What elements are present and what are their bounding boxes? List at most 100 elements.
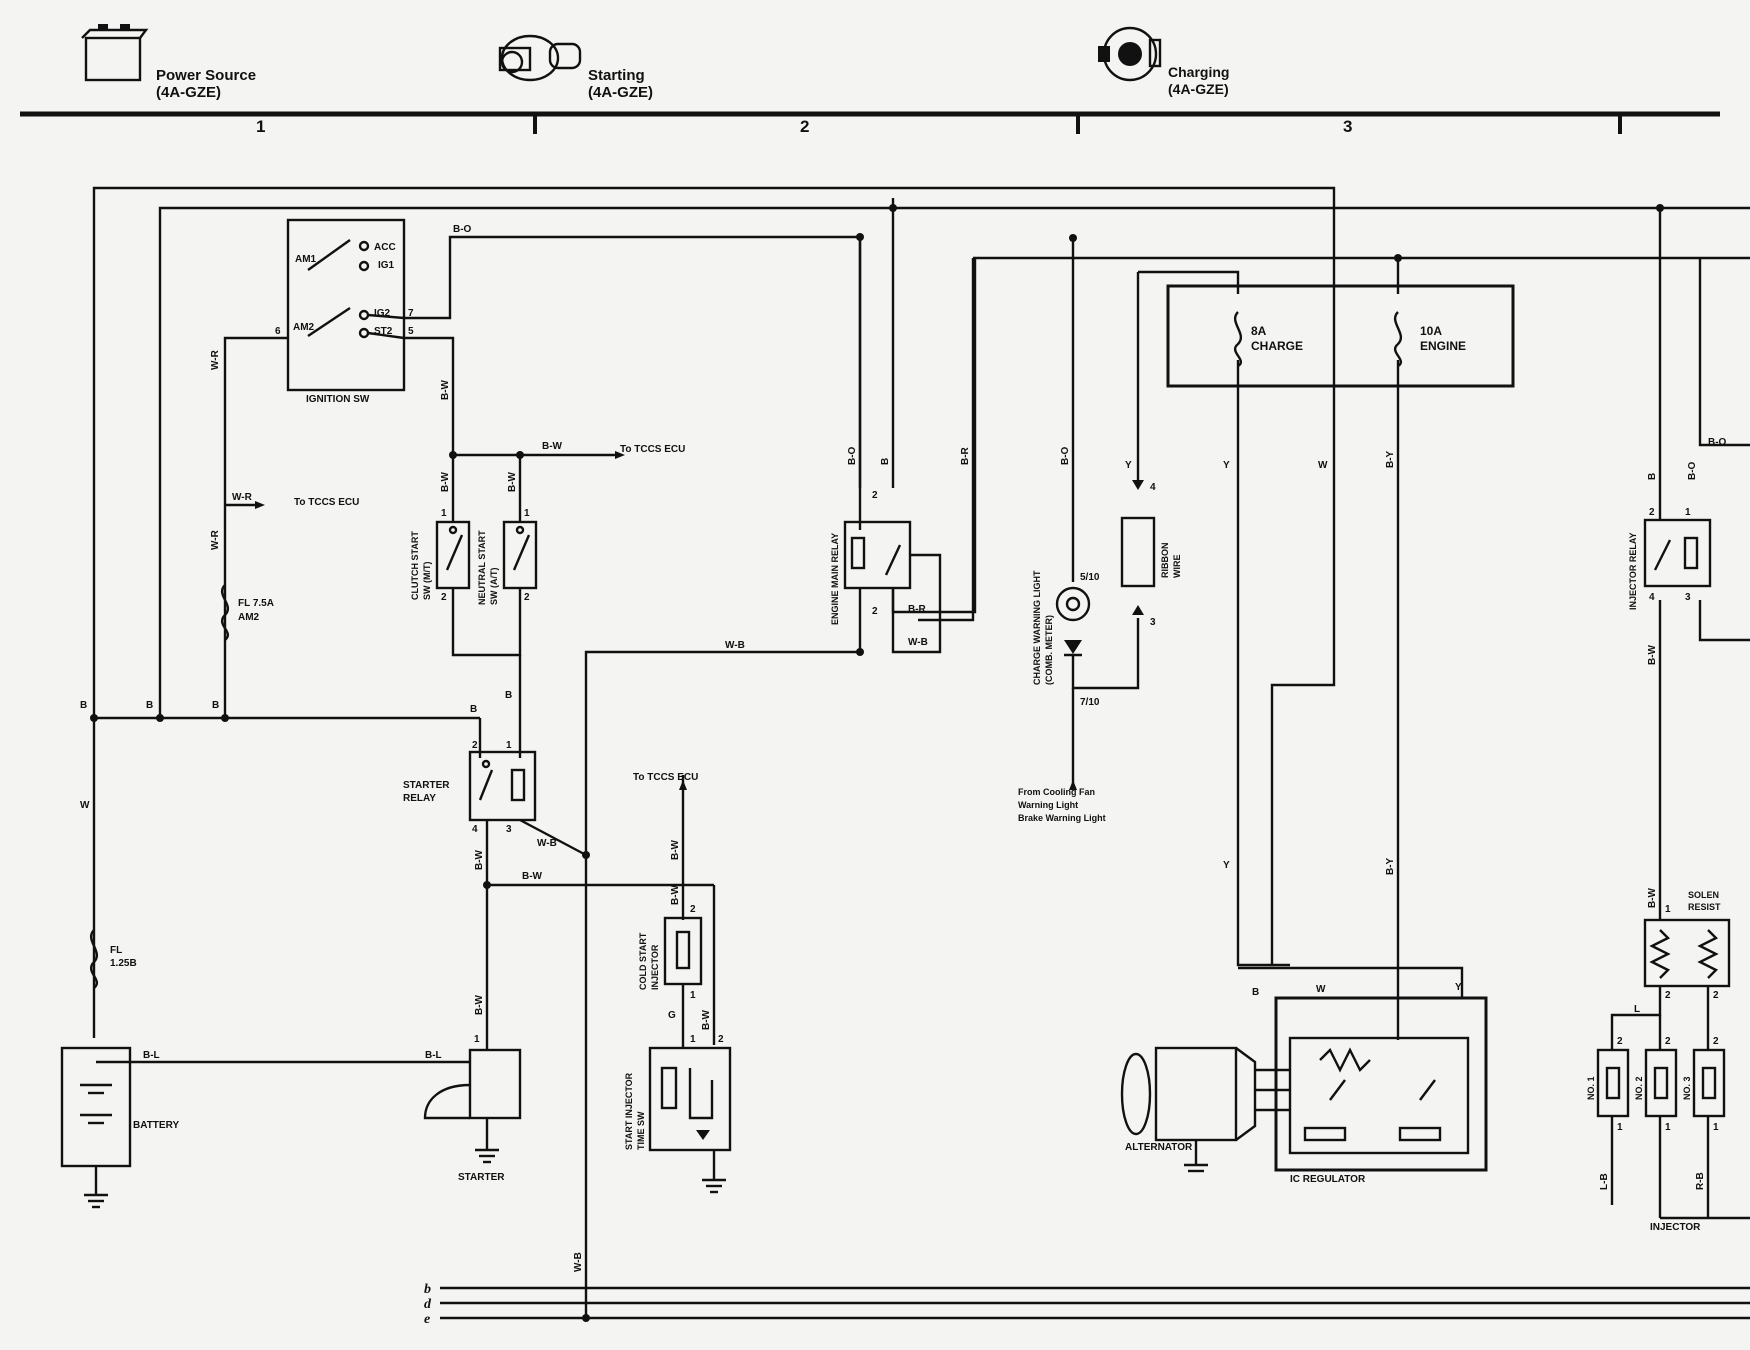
pin-number: 2 (690, 904, 696, 915)
wire-code: L (1634, 1004, 1640, 1015)
injector-relay (1643, 518, 1712, 588)
starter-relay-label-b: RELAY (403, 793, 436, 804)
fuse-charge-name: CHARGE (1251, 339, 1303, 353)
pin-number: 1 (441, 508, 447, 519)
pin-number: 1 (1685, 507, 1691, 518)
supply-wires (92, 186, 1750, 1040)
injector-no1-label: NO. 1 (1586, 1076, 1596, 1100)
starter-relay (468, 750, 537, 822)
fuse-charge-amp: 8A (1251, 324, 1267, 338)
note-from-c: Brake Warning Light (1018, 813, 1106, 823)
fuse-fl75 (220, 584, 230, 641)
pin-number: 3 (1685, 592, 1691, 603)
ignition-switch (286, 218, 406, 392)
fuse-block (1166, 284, 1515, 388)
pin-number: 1 (1617, 1122, 1623, 1133)
bus-lines (440, 1286, 1750, 1320)
wire-code: B-R (908, 604, 927, 615)
charge-warning-light (1055, 586, 1091, 657)
ignition-sw-label: IGNITION SW (306, 394, 370, 405)
pin-number: 2 (1713, 1036, 1719, 1047)
neutral-start-switch (502, 520, 538, 590)
header-power-source-sub: (4A-GZE) (156, 84, 221, 101)
header-power-source-title: Power Source (156, 67, 256, 84)
header-charging-title: Charging (1168, 64, 1229, 80)
pin-number: 1 (524, 508, 530, 519)
pin-number: 2 (1617, 1036, 1623, 1047)
engine-main-relay (843, 520, 942, 654)
wire-code: W-B (573, 1252, 584, 1272)
wire-code: B-L (143, 1050, 160, 1061)
wire-code: B (1647, 473, 1658, 480)
to-tccs-3: To TCCS ECU (633, 772, 698, 783)
wire-code: B-W (440, 379, 451, 400)
pin-number: 4 (1649, 592, 1655, 603)
wire-code: B-W (701, 1009, 712, 1030)
ig-am1-label: AM1 (295, 254, 317, 265)
start-timer-label-a: START INJECTOR (624, 1072, 634, 1150)
wire-code: B (212, 700, 219, 711)
ribbon-label-b: WIRE (1172, 555, 1182, 579)
injector-no1 (1596, 1048, 1630, 1118)
pin-number: 2 (718, 1034, 724, 1045)
injector-no2 (1644, 1048, 1678, 1118)
ic-regulator (1274, 996, 1488, 1172)
wire-code: B-R (960, 446, 971, 465)
wire-code: W-R (210, 349, 221, 370)
charge-light-label-a: CHARGE WARNING LIGHT (1032, 570, 1042, 685)
fuse-fl125 (89, 929, 99, 989)
wire-code: B (505, 690, 512, 701)
header-starting-sub: (4A-GZE) (588, 84, 653, 101)
neutral-start-label-b: SW (A/T) (489, 568, 499, 606)
wire-code: B-W (1647, 887, 1658, 908)
wire-code: B-Y (1385, 450, 1396, 468)
starter-label: STARTER (458, 1172, 505, 1183)
pin-number: 2 (1713, 990, 1719, 1001)
header-charging-icon (1098, 26, 1162, 82)
ribbon-label-a: RIBBON (1160, 543, 1170, 579)
start-injector-time-switch (648, 1046, 732, 1152)
pin-number: 2 (524, 592, 530, 603)
wire-code: B-W (542, 441, 563, 452)
wire-code: Y (1455, 982, 1462, 993)
pin-5-10: 5/10 (1080, 572, 1100, 583)
ig-acc-label: ACC (374, 242, 396, 253)
wire-code: B-O (1060, 446, 1071, 465)
bus-b-label: b (424, 1282, 431, 1297)
ic-regulator-label: IC REGULATOR (1290, 1174, 1366, 1185)
solenoid-label-b: RESIST (1688, 902, 1721, 912)
wire-code: B-W (474, 849, 485, 870)
wire-code: B-L (425, 1050, 442, 1061)
pin-number: 2 (472, 740, 478, 751)
wire-code: G (668, 1010, 676, 1021)
start-timer-label-b: TIME SW (636, 1111, 646, 1150)
wire-code: B-O (1708, 437, 1727, 448)
wire-code: B-W (507, 471, 518, 492)
wire-code: B (1252, 987, 1259, 998)
pin-number: 2 (441, 592, 447, 603)
clutch-start-switch (435, 520, 471, 590)
fl75-label-a: FL 7.5A (238, 598, 274, 609)
wire-code: W (80, 800, 90, 811)
pin-number: 1 (1665, 1122, 1671, 1133)
starter-motor (423, 1048, 522, 1164)
wire-code: R-B (1695, 1172, 1706, 1190)
wire-code: B (880, 458, 891, 465)
wire-code: B-Y (1385, 857, 1396, 875)
injector-no3 (1692, 1048, 1726, 1118)
ig-st2-label: ST2 (374, 326, 393, 337)
ig-pin-6: 6 (275, 326, 281, 337)
note-from-a: From Cooling Fan (1018, 787, 1095, 797)
ig-am2-label: AM2 (293, 322, 315, 333)
header-starting-icon (498, 34, 582, 82)
note-from-b: Warning Light (1018, 800, 1078, 810)
header-charging-sub: (4A-GZE) (1168, 81, 1229, 97)
pin-number: 1 (506, 740, 512, 751)
pin-number: 1 (474, 1034, 480, 1045)
pin-number: 3 (1150, 617, 1156, 628)
wire-code: B (80, 700, 87, 711)
wire-code: W-R (210, 529, 221, 550)
pin-number: 1 (690, 990, 696, 1001)
alternator-label: ALTERNATOR (1125, 1142, 1193, 1153)
